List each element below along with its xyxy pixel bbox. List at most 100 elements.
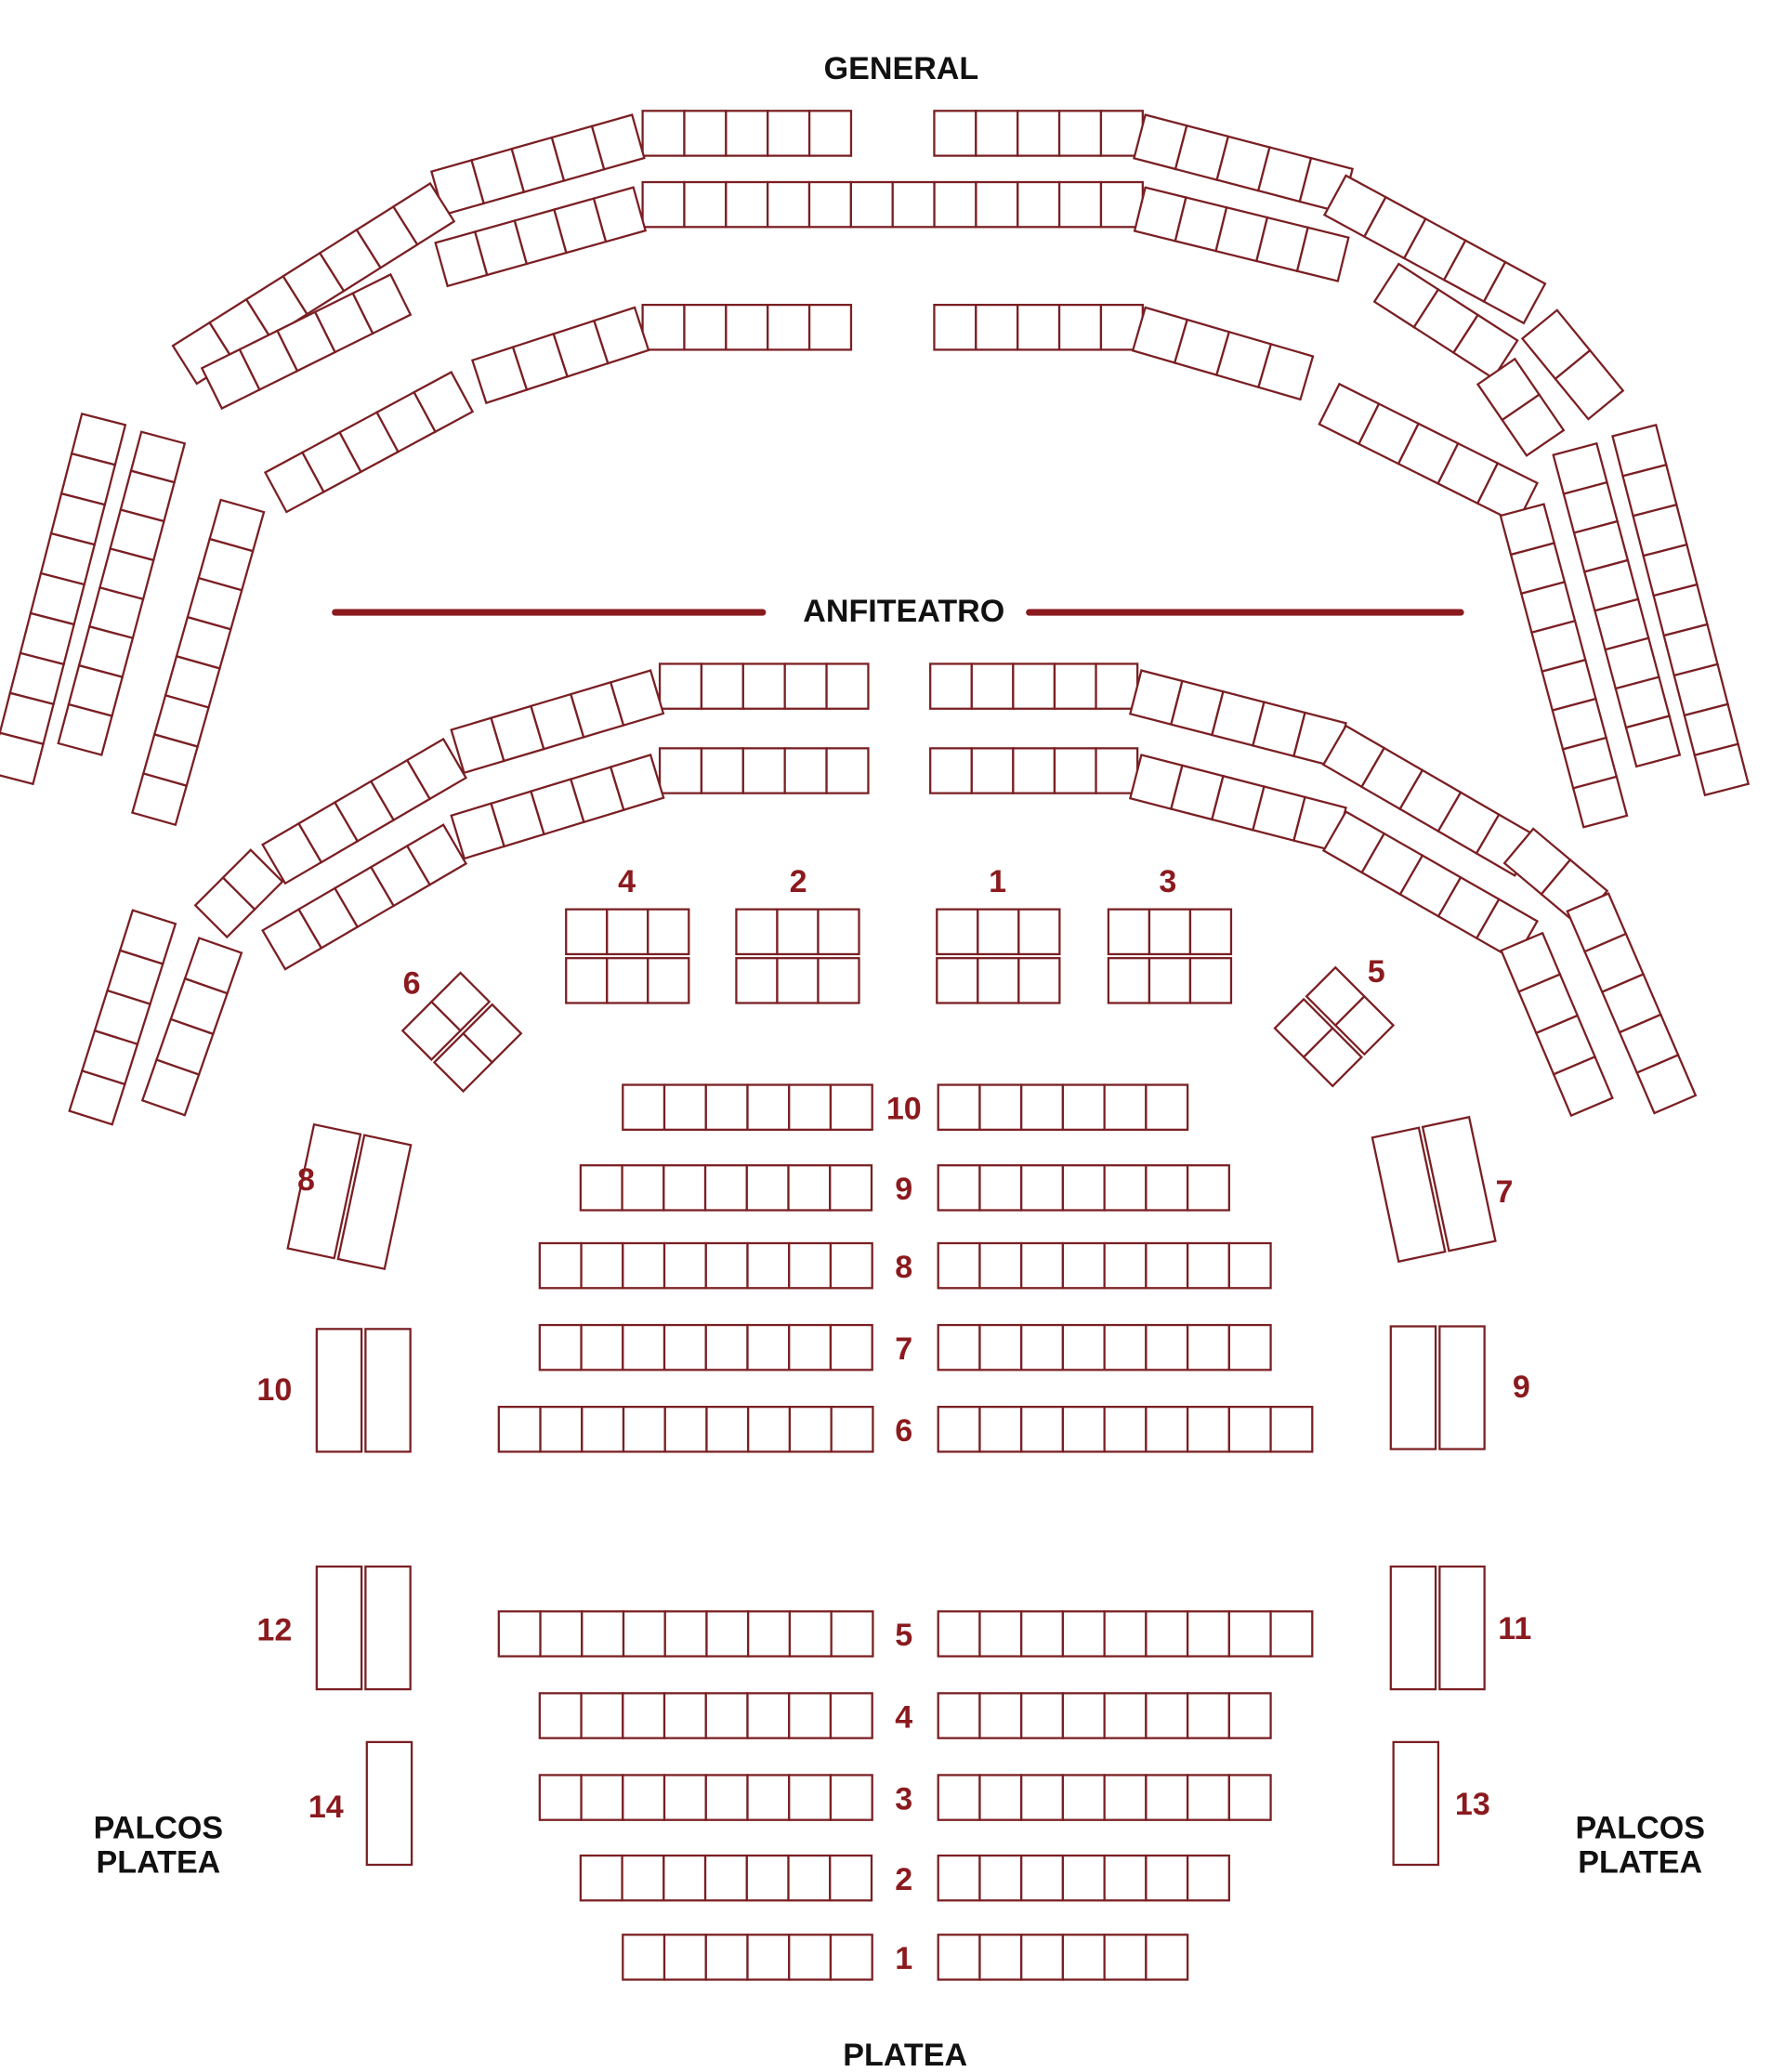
seat[interactable]: [658, 747, 703, 794]
seat[interactable]: [1061, 1083, 1106, 1131]
seat[interactable]: [391, 181, 456, 246]
seat[interactable]: [1145, 1083, 1189, 1131]
seat[interactable]: [746, 1774, 791, 1821]
seat[interactable]: [977, 957, 1020, 1004]
seat[interactable]: [1145, 1934, 1189, 1981]
seat[interactable]: [747, 1405, 792, 1453]
seat[interactable]: [1061, 1405, 1106, 1453]
seat[interactable]: [1012, 662, 1056, 710]
seat[interactable]: [735, 908, 779, 956]
seat[interactable]: [1438, 1325, 1486, 1450]
seat[interactable]: [1103, 1241, 1148, 1290]
seat[interactable]: [1145, 1323, 1189, 1371]
seat[interactable]: [978, 1774, 1023, 1821]
seat[interactable]: [1057, 110, 1103, 157]
seat[interactable]: [937, 1610, 981, 1658]
seat[interactable]: [1103, 1164, 1148, 1212]
seat[interactable]: [663, 1610, 708, 1658]
seat[interactable]: [1186, 1405, 1230, 1453]
seat[interactable]: [1017, 303, 1061, 351]
seat[interactable]: [1103, 1692, 1148, 1739]
seat[interactable]: [1227, 1692, 1272, 1739]
seat[interactable]: [497, 1405, 542, 1453]
seat[interactable]: [662, 1934, 707, 1981]
seat[interactable]: [405, 823, 468, 886]
seat[interactable]: [745, 1854, 790, 1902]
seat[interactable]: [746, 1241, 791, 1290]
seat[interactable]: [937, 1854, 981, 1902]
seat[interactable]: [1017, 110, 1061, 157]
seat[interactable]: [565, 957, 609, 1004]
seat[interactable]: [221, 848, 284, 911]
seat[interactable]: [413, 371, 475, 434]
seat[interactable]: [641, 180, 686, 229]
seat[interactable]: [1186, 1774, 1230, 1821]
seat[interactable]: [746, 1692, 791, 1739]
seat[interactable]: [1012, 747, 1056, 794]
seat[interactable]: [788, 1692, 833, 1739]
seat[interactable]: [700, 662, 744, 710]
seat[interactable]: [829, 1241, 873, 1290]
seat[interactable]: [746, 1083, 791, 1131]
seat[interactable]: [538, 1774, 583, 1821]
seat[interactable]: [825, 747, 870, 794]
seat[interactable]: [621, 1854, 665, 1902]
seat[interactable]: [978, 1854, 1023, 1902]
seat[interactable]: [1571, 775, 1629, 829]
seat[interactable]: [1482, 260, 1547, 325]
seat[interactable]: [365, 1740, 413, 1867]
seat[interactable]: [538, 1692, 583, 1739]
seat[interactable]: [1053, 662, 1097, 710]
seat[interactable]: [1438, 1565, 1486, 1691]
seat[interactable]: [807, 180, 852, 229]
seat[interactable]: [405, 737, 468, 801]
seat[interactable]: [829, 1854, 873, 1902]
seat[interactable]: [1451, 313, 1519, 380]
seat[interactable]: [746, 1323, 791, 1371]
seat[interactable]: [1057, 180, 1103, 229]
seat[interactable]: [683, 303, 728, 351]
seat[interactable]: [788, 1934, 833, 1981]
seat[interactable]: [579, 1164, 623, 1212]
seat[interactable]: [1103, 1323, 1148, 1371]
seat[interactable]: [978, 1241, 1023, 1290]
seat[interactable]: [704, 1692, 749, 1739]
seat[interactable]: [1020, 1854, 1065, 1902]
seat[interactable]: [933, 303, 977, 351]
seat[interactable]: [538, 1323, 583, 1371]
seat[interactable]: [662, 1774, 707, 1821]
seat[interactable]: [497, 1610, 542, 1658]
seat[interactable]: [1145, 1164, 1189, 1212]
seat[interactable]: [937, 1934, 981, 1981]
seat[interactable]: [937, 1692, 981, 1739]
seat[interactable]: [704, 1934, 749, 1981]
seat[interactable]: [788, 1610, 833, 1658]
seat[interactable]: [978, 1934, 1023, 1981]
seat[interactable]: [580, 1774, 624, 1821]
seat[interactable]: [641, 110, 686, 157]
seat[interactable]: [580, 1323, 624, 1371]
seat[interactable]: [1103, 1610, 1148, 1658]
seat[interactable]: [1020, 1241, 1065, 1290]
seat[interactable]: [539, 1405, 584, 1453]
seat[interactable]: [741, 662, 786, 710]
seat[interactable]: [700, 747, 744, 794]
seat[interactable]: [975, 303, 1019, 351]
seat[interactable]: [621, 1164, 665, 1212]
seat[interactable]: [1099, 180, 1144, 229]
seat[interactable]: [937, 1241, 981, 1290]
seat[interactable]: [641, 303, 686, 351]
seat[interactable]: [351, 272, 413, 335]
seat[interactable]: [975, 180, 1019, 229]
seat[interactable]: [315, 1328, 363, 1453]
seat[interactable]: [1017, 957, 1061, 1004]
seat[interactable]: [622, 1774, 666, 1821]
seat[interactable]: [662, 1692, 707, 1739]
seat[interactable]: [1421, 1115, 1497, 1252]
seat[interactable]: [970, 662, 1015, 710]
seat[interactable]: [622, 1610, 666, 1658]
seat[interactable]: [1020, 1610, 1065, 1658]
seat[interactable]: [1371, 1126, 1447, 1264]
seat[interactable]: [315, 1565, 363, 1691]
seat[interactable]: [1392, 1740, 1440, 1867]
